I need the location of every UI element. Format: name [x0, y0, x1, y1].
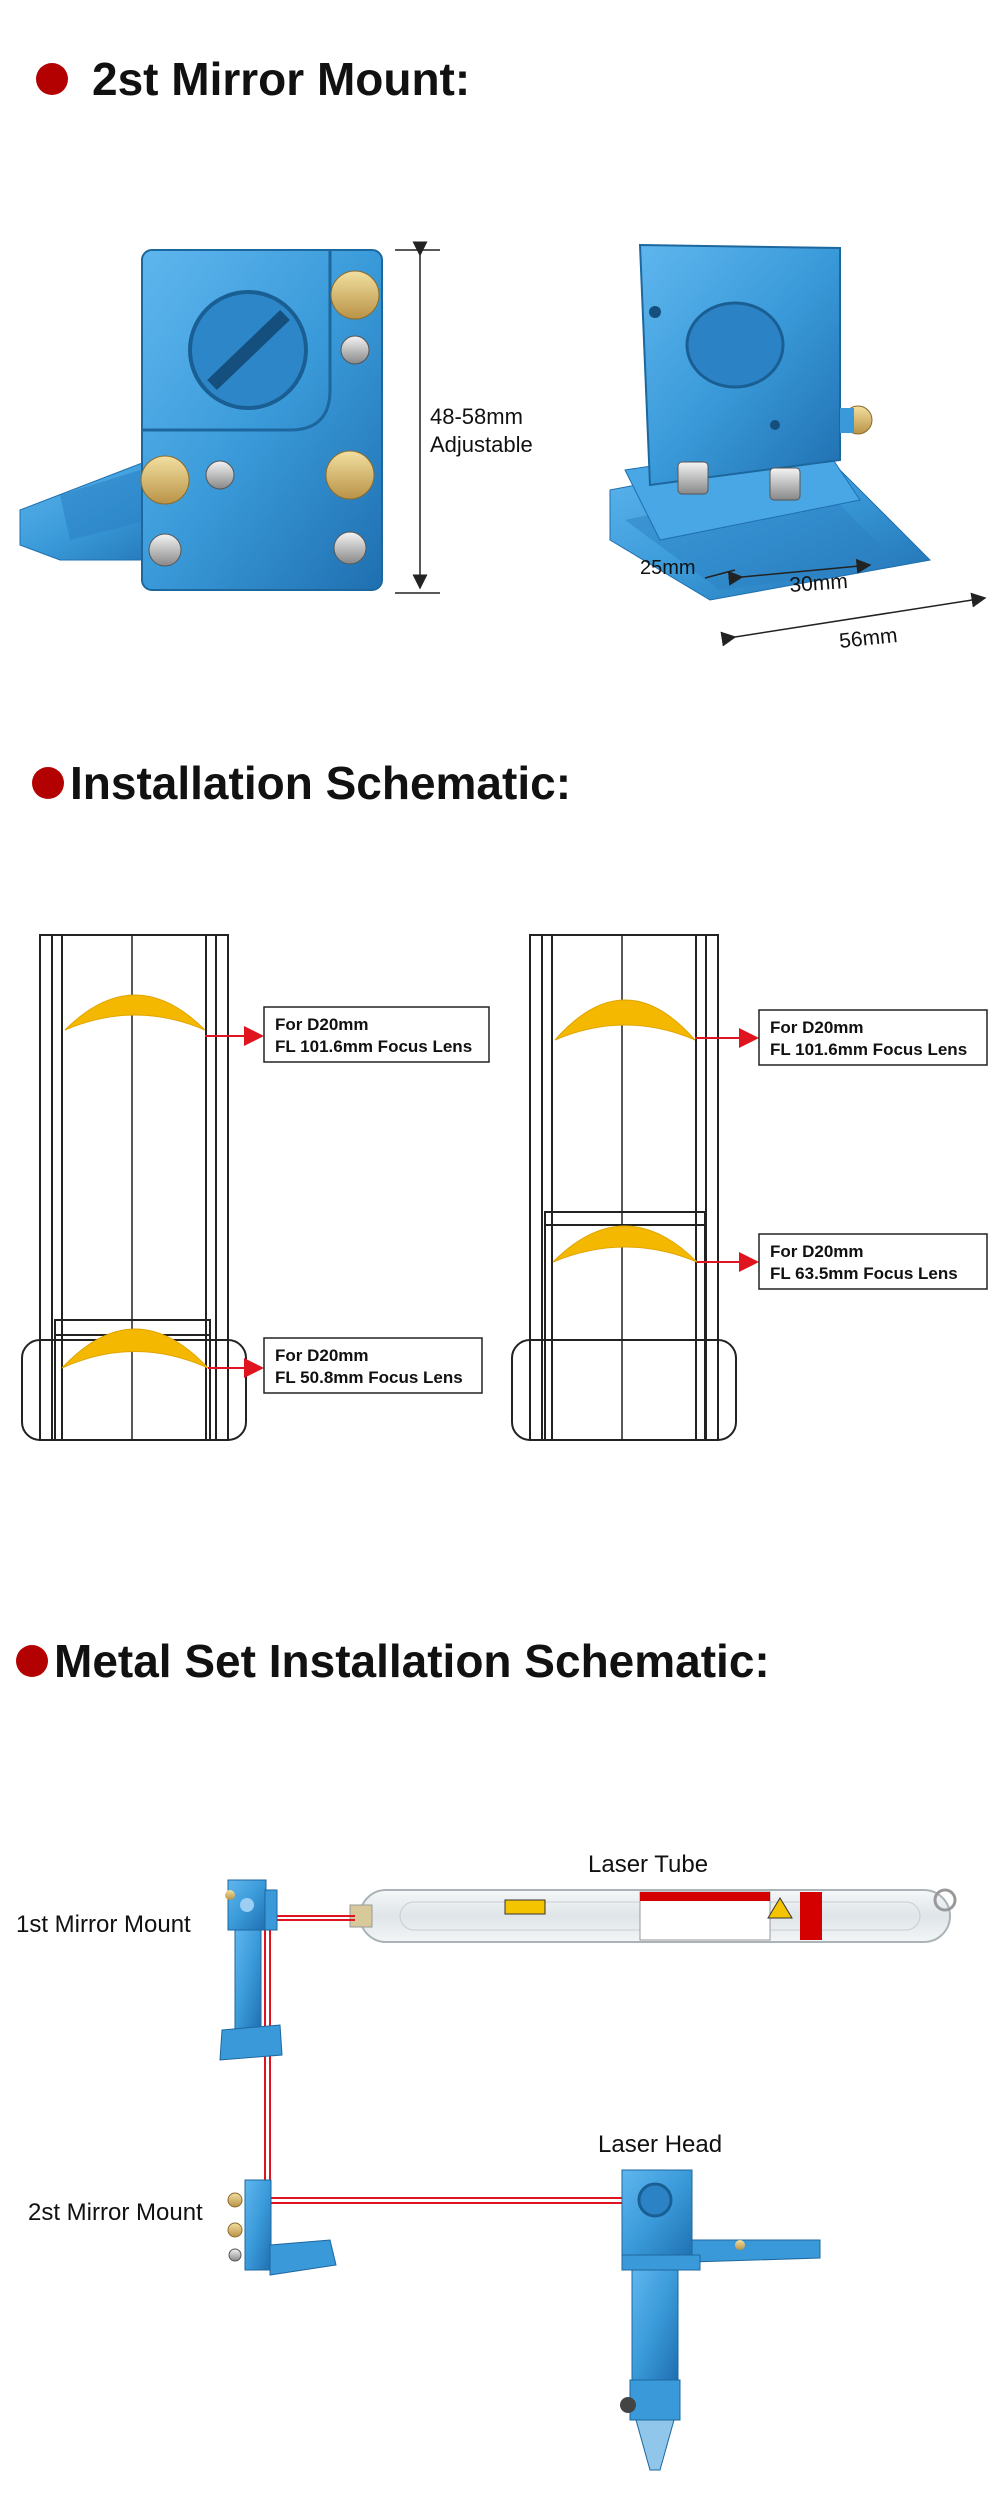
label-box-left-top — [263, 1006, 490, 1063]
label-box-right-bottom — [758, 1233, 988, 1290]
label-right-bottom-line2: FL 63.5mm Focus Lens — [770, 1264, 958, 1283]
lens-right-middle — [552, 1225, 698, 1263]
label-box-left-bottom — [263, 1337, 483, 1394]
label-left-top-line1: For D20mm — [275, 1015, 369, 1034]
bullet-dot-icon — [16, 1645, 48, 1677]
section-title-metal-set: Metal Set Installation Schematic: — [16, 1634, 770, 1688]
section-title-text: 2st Mirror Mount: — [92, 53, 471, 105]
second-mirror-mount-label: 2st Mirror Mount — [28, 2199, 203, 2226]
lens-left-bottom — [61, 1328, 209, 1369]
label-left-top-line2: FL 101.6mm Focus Lens — [275, 1037, 472, 1056]
laser-head — [620, 2169, 821, 2471]
lens-left-top — [64, 994, 206, 1031]
laser-beam-path — [262, 1915, 650, 2204]
first-mirror-mount-label: 1st Mirror Mount — [16, 1911, 191, 1938]
laser-tube-label: Laser Tube — [588, 1851, 708, 1878]
section-title-text: Metal Set Installation Schematic: — [54, 1635, 770, 1687]
section-title-text: Installation Schematic: — [70, 757, 572, 809]
laser-head-label: Laser Head — [598, 2131, 722, 2158]
schematic-left-assembly — [21, 934, 247, 1441]
label-left-bottom-line2: FL 50.8mm Focus Lens — [275, 1368, 463, 1387]
section-title-mirror-mount: 2st Mirror Mount: — [36, 52, 470, 106]
height-dimension: 48-58mm Adjustable — [395, 241, 533, 594]
section-title-installation: Installation Schematic: — [32, 756, 571, 810]
dim-25-label: 25mm — [640, 557, 696, 579]
dim-56-label: 56mm — [838, 624, 898, 653]
mirror-mount-angle-view — [609, 243, 932, 601]
bullet-dot-icon — [32, 767, 64, 799]
height-adjustable-label: Adjustable — [430, 432, 533, 457]
label-left-bottom-line1: For D20mm — [275, 1346, 369, 1365]
label-box-right-top — [758, 1009, 988, 1066]
label-right-top-line1: For D20mm — [770, 1018, 864, 1037]
lens-right-top — [554, 999, 696, 1041]
height-dimension-label: 48-58mm — [430, 404, 523, 429]
dim-30-label: 30mm — [789, 570, 849, 597]
first-mirror-mount — [219, 1879, 283, 2061]
label-right-top-line2: FL 101.6mm Focus Lens — [770, 1040, 967, 1059]
second-mirror-mount — [227, 2179, 337, 2276]
mirror-mount-front-view — [19, 249, 383, 591]
bullet-dot-icon — [36, 63, 68, 95]
label-right-bottom-line1: For D20mm — [770, 1242, 864, 1261]
base-dimensions: 25mm 30mm 56mm — [640, 557, 987, 653]
laser-tube — [349, 1888, 957, 1943]
